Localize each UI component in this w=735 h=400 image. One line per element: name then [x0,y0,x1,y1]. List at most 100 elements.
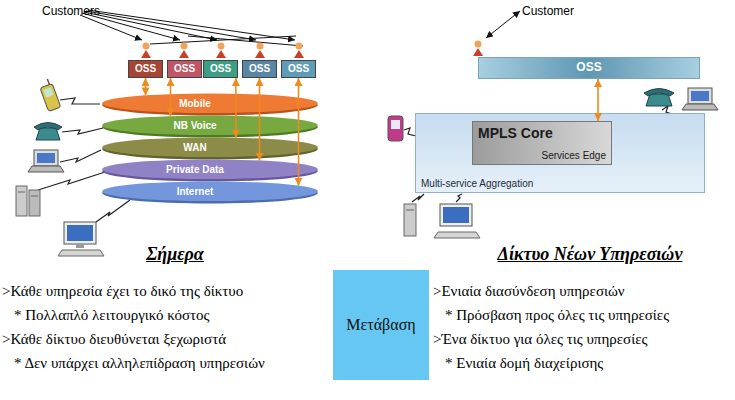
customer-link [188,36,303,46]
handheld-device [391,120,400,129]
panel-title: Δίκτυο Νέων Υπηρεσιών [498,244,683,264]
customer-figure [257,43,264,50]
customer-link [88,10,295,40]
bullet-line: * Πολλαπλό λειτουργικό κόστος [14,307,210,323]
connector-arrow [235,78,237,138]
node-text: Services Edge [542,150,606,162]
label-slot: >Ένα δίκτυο για όλες τις υπηρεσίες [433,330,647,348]
desktop-computer [434,204,480,238]
layer-face [102,93,318,113]
mobile-phone [38,78,61,112]
laptop [682,104,718,110]
desk-phone [646,94,672,106]
device-link [96,200,130,222]
label-slot: >Ενιαία διασύνδεση υπηρεσιών [433,282,625,300]
customer-figure [473,48,483,56]
label-slot: * Πολλαπλό λειτουργικό κόστος [14,306,210,324]
bullet-line: * Ενιαία δομή διαχείρισης [445,355,603,371]
handheld-device [388,116,403,141]
customer-link [80,10,303,46]
node-text: WAN [180,142,209,154]
aggregation-region: Multi-service AggregationMPLS CoreServic… [415,113,705,193]
label-slot: >Κάθε δίκτυο διευθύνεται ξεχωριστά [2,330,226,348]
network-layer: Private Data [100,158,320,182]
bullet-line: >Κάθε υπηρεσία έχει το δικό της δίκτυο [2,283,243,299]
node-text: OSS [174,63,195,75]
desk-phone [644,89,674,97]
bullet-line: * Πρόσβαση προς όλες τις υπηρεσίες [445,307,669,323]
oss-box: OSS [203,60,238,78]
node-text: OSS [135,63,156,75]
label-slot: * Ενιαία δομή διαχείρισης [445,354,603,372]
connector-arrow [259,78,261,161]
customer-figure [294,50,304,58]
server-tower [31,196,38,197]
layer-face [102,137,318,157]
node-text: OSS [288,63,309,75]
network-layer: WAN [100,136,320,160]
desktop-computer [58,250,104,256]
layer-face [102,181,318,201]
node-text: Internet [174,186,217,198]
connector-arrow [597,79,599,121]
customer-figure [475,41,482,48]
node-text: Mobile [176,98,214,110]
mobile-phone [43,87,53,97]
customer-figure [296,43,303,50]
desktop-computer [440,204,472,226]
label-slot: Customers [42,1,100,19]
node-text: MPLS Core [478,125,553,141]
oss-box: OSS [242,60,277,78]
oss-bar: OSS [478,57,700,79]
device-link [38,98,130,222]
connector-arrow [298,78,300,186]
device-link [38,172,105,190]
customer-link [486,11,520,38]
customer-link [486,11,520,38]
layer-face [102,115,318,135]
device-link [62,128,103,134]
desktop-computer [58,222,104,256]
customer-figure [218,43,225,50]
network-layer: Mobile [100,92,320,116]
desktop-computer [434,232,480,238]
node-text: OSS [249,63,270,75]
layer-outline [100,136,320,160]
layer-rim [102,94,318,115]
laptop [34,150,58,166]
server-tower [16,186,27,216]
bullet-line: >Κάθε δίκτυο διευθύνεται ξεχωριστά [2,331,226,347]
server-tower [404,204,416,236]
transition-box: Μετάβαση [333,270,429,380]
label-slot: Customer [522,1,574,19]
server-tower [29,190,40,216]
customer-link [86,11,256,40]
layer-rim [102,138,318,159]
desktop-computer [64,222,96,244]
bullet-line: >Ενιαία διασύνδεση υπηρεσιών [433,283,625,299]
layer-rim [102,160,318,181]
mobile-phone [40,84,61,112]
label-slot: * Δεν υπάρχει αλληλεπίδραση υπηρεσιών [14,354,265,372]
desk-phone [34,123,62,131]
mobile-phone [47,79,49,85]
customer-figure [216,50,226,58]
customer-figure [255,50,265,58]
laptop [37,153,55,163]
desktop-computer [443,207,469,223]
laptop [688,88,712,104]
node-text: Μετάβαση [346,316,415,334]
server-tower [16,186,40,216]
layer-rim [102,116,318,137]
node-text: NB Voice [170,120,219,132]
node-text: Private Data [163,164,227,176]
laptop [28,150,64,172]
desk-phone [36,128,60,140]
bullet-line: * Δεν υπάρχει αλληλεπίδραση υπηρεσιών [14,355,265,371]
device-link [456,194,462,202]
network-layer: NB Voice [100,114,320,138]
customer-label: Customer [522,4,574,18]
label-slot: >Κάθε υπηρεσία έχει το δικό της δίκτυο [2,282,243,300]
customer-figure [181,43,188,50]
device-link [60,98,100,104]
